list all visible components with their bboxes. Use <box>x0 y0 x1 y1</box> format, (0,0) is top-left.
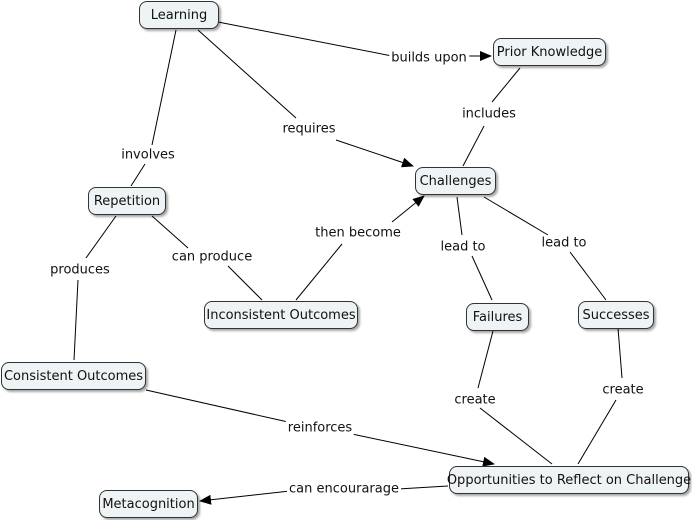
connector-requires-challenges <box>335 139 414 168</box>
connector-opportunities-can-encourage <box>397 485 449 490</box>
connector-can-produce-inconsistent <box>227 265 263 301</box>
connector-learning-involves <box>151 29 177 146</box>
link-label-includes: includes <box>460 106 518 122</box>
connector-includes-prior-knowledge <box>491 67 521 103</box>
link-label-lead-to-failures: lead to <box>438 239 488 255</box>
concept-metacognition[interactable]: Metacognition <box>99 490 198 518</box>
connector-learning-requires <box>197 29 297 119</box>
link-label-produces: produces <box>48 262 112 278</box>
connector-reinforces-opportunities <box>351 433 495 467</box>
connector-consistent-reinforces <box>145 389 289 423</box>
connector-challenges-includes <box>462 125 485 167</box>
concept-failures[interactable]: Failures <box>466 303 529 331</box>
connector-learning-builds-upon <box>217 21 393 57</box>
link-label-create-successes: create <box>600 382 646 398</box>
concept-repetition[interactable]: Repetition <box>88 187 166 215</box>
connector-challenges-lead-to-1 <box>456 196 463 236</box>
connector-repetition-can-produce <box>151 215 189 249</box>
connector-challenges-lead-to-2 <box>483 196 549 236</box>
concept-opportunities-to-reflect[interactable]: Opportunities to Reflect on Challenge <box>447 466 691 494</box>
connector-produces-consistent <box>73 279 79 361</box>
connector-involves-repetition <box>130 163 146 187</box>
concept-successes[interactable]: Successes <box>578 301 654 329</box>
connector-then-become-challenges <box>391 195 425 223</box>
link-label-can-encourage: can encourarage <box>287 481 401 497</box>
concept-prior-knowledge[interactable]: Prior Knowledge <box>493 38 606 66</box>
connector-repetition-produces <box>85 215 117 259</box>
link-label-builds-upon: builds upon <box>389 50 469 66</box>
link-label-lead-to-successes: lead to <box>539 235 589 251</box>
connector-create-opportunities-1 <box>479 407 553 465</box>
connector-failures-create <box>477 330 494 389</box>
link-label-can-produce: can produce <box>169 249 255 265</box>
link-label-involves: involves <box>119 147 177 163</box>
concept-learning[interactable]: Learning <box>139 1 219 29</box>
concept-challenges[interactable]: Challenges <box>415 167 496 195</box>
connector-lead-to-successes <box>569 251 607 301</box>
link-label-then-become: then become <box>313 225 403 241</box>
connector-create-opportunities-2 <box>577 399 617 465</box>
concept-consistent-outcomes[interactable]: Consistent Outcomes <box>1 362 146 390</box>
link-label-reinforces: reinforces <box>285 420 355 436</box>
link-label-requires: requires <box>280 121 338 137</box>
link-label-create-failures: create <box>452 392 498 408</box>
connector-inconsistent-then-become <box>295 243 343 301</box>
connector-successes-create <box>617 327 623 379</box>
concept-inconsistent-outcomes[interactable]: Inconsistent Outcomes <box>204 301 358 329</box>
connector-can-encourage-metacognition <box>199 490 291 505</box>
connector-lead-to-failures <box>471 255 493 301</box>
